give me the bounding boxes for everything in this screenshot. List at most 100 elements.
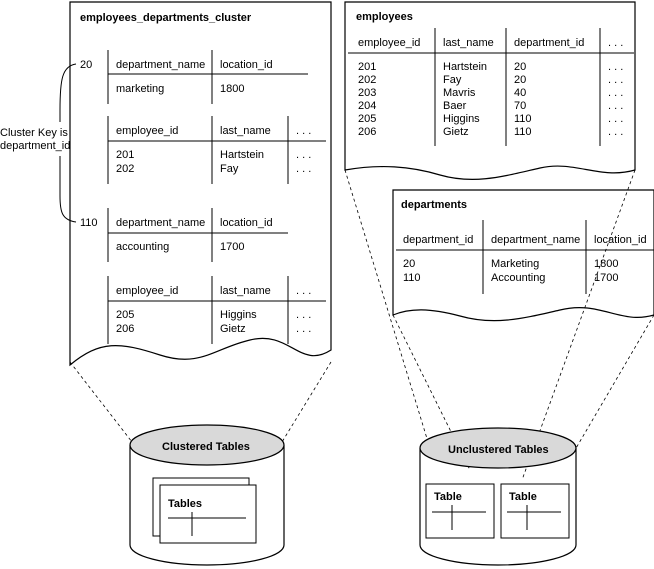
emp-header-id: employee_id [116, 285, 178, 297]
cluster-document-frame [69, 1, 332, 367]
employees-header-dept-id: department_id [514, 37, 584, 49]
dept-row-name: accounting [116, 241, 169, 253]
clustered-cylinder-body [129, 445, 285, 566]
employees-row-more: . . . [608, 61, 623, 73]
emp-header-last-name: last_name [220, 125, 271, 137]
unclustered-tables-database: Unclustered Tables Table Table [419, 427, 577, 566]
employees-row-id: 201 [358, 61, 376, 73]
unclustered-tables-label: Unclustered Tables [448, 444, 549, 456]
emp-row-last-name: Fay [220, 163, 239, 175]
departments-header-name: department_name [491, 234, 580, 246]
departments-document: departments department_id department_nam… [392, 189, 654, 322]
cluster-key-20: 20 [80, 59, 92, 71]
dept-header-location: location_id [220, 217, 273, 229]
cluster-document: employees_departments_cluster 20 departm… [69, 1, 332, 367]
departments-projection-right [571, 314, 654, 456]
cluster-title: employees_departments_cluster [80, 12, 252, 24]
employees-row-more: . . . [608, 100, 623, 112]
tables-card-label: Tables [168, 498, 202, 510]
departments-row-id: 20 [403, 258, 415, 270]
employees-row-id: 202 [358, 74, 376, 86]
unclustered-cylinder-top [419, 427, 577, 469]
employees-row-more: . . . [608, 74, 623, 86]
emp-row-last-name: Gietz [220, 323, 246, 335]
dept-row-location: 1800 [220, 83, 244, 95]
employees-row-id: 204 [358, 100, 376, 112]
table-card-label: Table [434, 491, 462, 503]
employees-title: employees [356, 11, 413, 23]
dept-header-location: location_id [220, 59, 273, 71]
unclustered-cylinder-body [419, 448, 577, 566]
dept-row-location: 1700 [220, 241, 244, 253]
cluster-key-label-line1: Cluster Key is [0, 127, 68, 139]
emp-row-more: . . . [296, 323, 311, 335]
departments-row-name: Accounting [491, 272, 545, 284]
employees-document: employees employee_id last_name departme… [344, 1, 636, 180]
departments-row-location: 1700 [594, 272, 618, 284]
dept-header-name: department_name [116, 217, 205, 229]
departments-header-id: department_id [403, 234, 473, 246]
cluster-key-110: 110 [80, 217, 98, 229]
employees-row-last-name: Hartstein [443, 61, 487, 73]
table-card-label: Table [509, 491, 537, 503]
departments-document-frame [392, 189, 654, 322]
emp-row-more: . . . [296, 163, 311, 175]
emp-header-more: . . . [296, 285, 311, 297]
clustered-cylinder-top [129, 424, 285, 466]
employees-row-more: . . . [608, 126, 623, 138]
departments-row-name: Marketing [491, 258, 539, 270]
emp-row-id: 206 [116, 323, 134, 335]
brace-lower [59, 156, 77, 223]
employees-row-dept-id: 20 [514, 74, 526, 86]
employees-row-id: 206 [358, 126, 376, 138]
emp-row-last-name: Higgins [220, 309, 257, 321]
clustered-tables-database: Clustered Tables Tables [129, 424, 285, 566]
employees-row-dept-id: 70 [514, 100, 526, 112]
cluster-projection-right [281, 361, 332, 443]
employees-row-last-name: Mavris [443, 87, 476, 99]
employees-row-dept-id: 110 [514, 126, 532, 138]
departments-row-location: 1800 [594, 258, 618, 270]
employees-header-more: . . . [608, 37, 623, 49]
employees-header-last-name: last_name [443, 37, 494, 49]
employees-row-id: 205 [358, 113, 376, 125]
departments-title: departments [401, 199, 467, 211]
emp-header-more: . . . [296, 125, 311, 137]
employees-row-last-name: Gietz [443, 126, 469, 138]
emp-header-last-name: last_name [220, 285, 271, 297]
departments-row-id: 110 [403, 272, 421, 284]
dept-header-name: department_name [116, 59, 205, 71]
table-card-employees [425, 483, 495, 539]
emp-row-more: . . . [296, 149, 311, 161]
employees-row-more: . . . [608, 113, 623, 125]
employees-document-frame [344, 1, 636, 180]
table-card-departments [500, 483, 570, 539]
employees-header-id: employee_id [358, 37, 420, 49]
employees-row-last-name: Higgins [443, 113, 480, 125]
emp-row-id: 202 [116, 163, 134, 175]
cluster-key-label-line2: department_id [0, 140, 70, 152]
employees-row-dept-id: 40 [514, 87, 526, 99]
emp-row-more: . . . [296, 309, 311, 321]
emp-row-last-name: Hartstein [220, 149, 264, 161]
dept-row-name: marketing [116, 83, 164, 95]
employees-projection-right [521, 169, 636, 481]
employees-projection-left [344, 169, 433, 456]
employees-row-last-name: Baer [443, 100, 467, 112]
employees-row-id: 203 [358, 87, 376, 99]
clustered-tables-label: Clustered Tables [162, 441, 250, 453]
employees-row-more: . . . [608, 87, 623, 99]
cluster-projection-left [69, 361, 133, 443]
brace-upper [59, 63, 77, 122]
employees-row-last-name: Fay [443, 74, 462, 86]
cluster-key-annotation: Cluster Key is department_id [0, 63, 77, 223]
emp-header-id: employee_id [116, 125, 178, 137]
employees-row-dept-id: 20 [514, 61, 526, 73]
employees-row-dept-id: 110 [514, 113, 532, 125]
emp-row-id: 201 [116, 149, 134, 161]
table-card-front [159, 484, 257, 544]
emp-row-id: 205 [116, 309, 134, 321]
departments-header-location: location_id [594, 234, 647, 246]
